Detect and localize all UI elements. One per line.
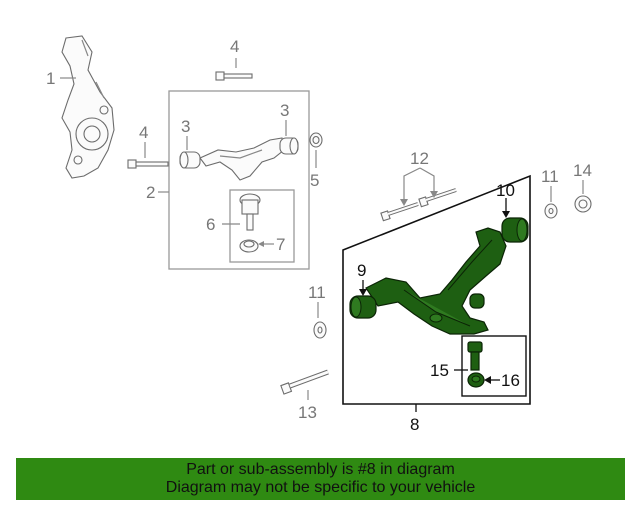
callout-11-left: 11 (308, 283, 326, 302)
bushing-right[interactable] (279, 137, 299, 155)
bolt-top[interactable] (215, 58, 253, 81)
upper-control-arm[interactable] (199, 137, 285, 181)
ball-joint-nut[interactable] (239, 239, 259, 253)
leader-12 (403, 167, 435, 202)
lower-control-arm[interactable] (365, 227, 507, 335)
banner-line-2: Diagram may not be specific to your vehi… (165, 479, 476, 496)
bushing-left[interactable] (179, 151, 201, 169)
lower-bushing-rear[interactable] (501, 217, 529, 243)
callout-13: 13 (298, 403, 317, 422)
callout-1: 1 (46, 69, 55, 88)
arrow-7 (258, 241, 264, 247)
callout-4-top: 4 (230, 37, 239, 56)
arrow-10 (502, 211, 510, 218)
upper-ball-joint[interactable] (239, 193, 261, 231)
callout-11-right: 11 (541, 167, 559, 186)
callout-7: 7 (276, 235, 285, 254)
lower-arm-assembly-box (342, 174, 531, 405)
callout-4-left: 4 (139, 123, 148, 142)
callout-15: 15 (430, 361, 449, 380)
callout-12: 12 (410, 149, 429, 168)
callout-3-left: 3 (181, 117, 190, 136)
bolt-13[interactable] (280, 369, 329, 395)
ball-joint-box (229, 189, 295, 263)
nut-5[interactable] (309, 132, 323, 148)
callout-9: 9 (357, 261, 366, 280)
steering-knuckle[interactable] (61, 35, 115, 179)
callout-2: 2 (146, 183, 155, 202)
upper-arm-assembly-box (168, 90, 310, 270)
callout-8: 8 (410, 415, 419, 434)
washer-11-left[interactable] (313, 321, 327, 339)
bolt-12-b[interactable] (418, 188, 457, 208)
lower-ball-joint[interactable] (467, 341, 483, 371)
nut-14[interactable] (574, 195, 592, 213)
arrow-12-a (400, 199, 408, 206)
lower-ball-joint-nut[interactable] (467, 372, 485, 388)
arrow-16 (484, 376, 491, 384)
callout-14: 14 (573, 161, 592, 180)
bolt-left[interactable] (127, 159, 169, 169)
washer-11-right[interactable] (544, 203, 558, 219)
callout-10: 10 (496, 181, 515, 200)
callout-5: 5 (310, 171, 319, 190)
bolt-12-a[interactable] (380, 202, 419, 222)
arrow-9 (359, 289, 367, 296)
info-banner: Part or sub-assembly is #8 in diagram Di… (16, 458, 625, 500)
arrow-12-b (430, 191, 438, 198)
callout-16: 16 (501, 371, 520, 390)
lower-ball-joint-box (461, 335, 527, 397)
callout-6: 6 (206, 215, 215, 234)
callout-3-right: 3 (280, 101, 289, 120)
lower-bushing-front[interactable] (349, 295, 377, 319)
banner-line-1: Part or sub-assembly is #8 in diagram (186, 461, 455, 478)
